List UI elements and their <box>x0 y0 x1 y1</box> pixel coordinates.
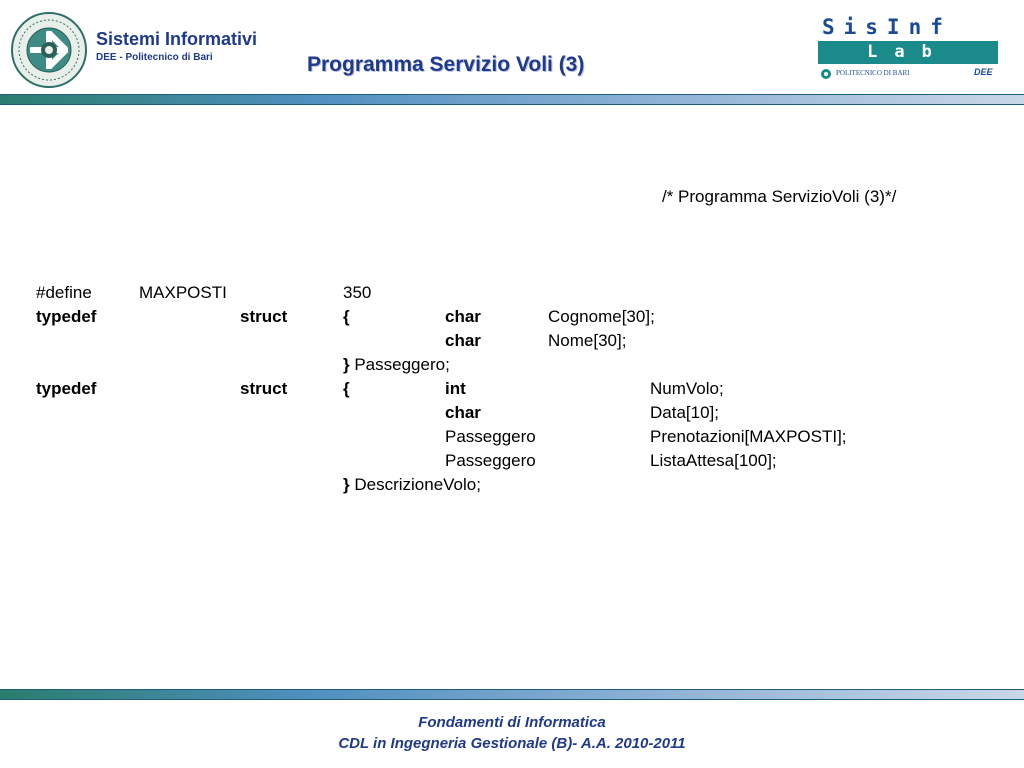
sisinf-lab-logo: SisInf Lab POLITECNICO DI BARI DEE <box>818 14 998 84</box>
code-keyword: struct <box>240 307 288 326</box>
code-identifier: MAXPOSTI <box>139 283 227 302</box>
code-type-name: DescrizioneVolo; <box>349 475 481 494</box>
code-directive: #define <box>36 283 92 302</box>
code-type: Passeggero <box>445 427 536 446</box>
code-type: char <box>445 403 481 422</box>
lab-logo-band-text: Lab <box>818 41 998 64</box>
gear-icon <box>821 69 831 79</box>
code-type: char <box>445 307 481 326</box>
lab-logo-top-text: SisInf <box>822 15 952 39</box>
code-line: } Passeggero; <box>0 355 1024 379</box>
code-keyword: typedef <box>36 379 97 398</box>
code-brace: } <box>343 475 350 494</box>
code-line: typedef struct { char Cognome[30]; <box>0 307 1024 331</box>
code-brace: { <box>343 379 350 398</box>
lab-logo-footer-text: POLITECNICO DI BARI <box>836 69 910 77</box>
code-type: int <box>445 379 466 398</box>
university-seal-logo <box>10 11 88 89</box>
code-type-name: Passeggero; <box>349 355 450 374</box>
org-department: DEE - Politecnico di Bari <box>96 52 213 63</box>
code-type: Passeggero <box>445 451 536 470</box>
code-struct-close: } Passeggero; <box>343 355 450 375</box>
code-field: NumVolo; <box>650 379 724 398</box>
code-type: char <box>445 331 481 350</box>
code-keyword: typedef <box>36 307 97 326</box>
code-field: Nome[30]; <box>548 331 627 350</box>
lab-logo-footer: POLITECNICO DI BARI DEE <box>818 67 998 83</box>
code-line: #define MAXPOSTI 350 <box>0 283 1024 307</box>
code-field: Data[10]; <box>650 403 719 422</box>
code-struct-close: } DescrizioneVolo; <box>343 475 481 495</box>
code-line: typedef struct { int NumVolo; <box>0 379 1024 403</box>
code-value: 350 <box>343 283 372 302</box>
code-line: } DescrizioneVolo; <box>0 475 1024 499</box>
code-comment: /* Programma ServizioVoli (3)*/ <box>662 187 897 206</box>
org-name: Sistemi Informativi <box>96 29 258 49</box>
code-line: Passeggero ListaAttesa[100]; <box>0 451 1024 475</box>
code-brace: } <box>343 355 350 374</box>
code-field: ListaAttesa[100]; <box>650 451 777 470</box>
footer-course: Fondamenti di Informatica <box>418 714 606 731</box>
footer-degree: CDL in Ingegneria Gestionale (B)- A.A. 2… <box>338 735 686 752</box>
page-title: Programma Servizio Voli (3) <box>307 53 585 76</box>
code-field: Prenotazioni[MAXPOSTI]; <box>650 427 847 446</box>
code-line: char Nome[30]; <box>0 331 1024 355</box>
seal-emblem-icon <box>11 12 87 88</box>
code-line: char Data[10]; <box>0 403 1024 427</box>
footer-divider-bar <box>0 689 1024 700</box>
header-divider-bar <box>0 94 1024 105</box>
lab-logo-footer-badge: DEE <box>974 67 993 77</box>
code-keyword: struct <box>240 379 288 398</box>
code-brace: { <box>343 307 350 326</box>
code-field: Cognome[30]; <box>548 307 655 326</box>
code-line: Passeggero Prenotazioni[MAXPOSTI]; <box>0 427 1024 451</box>
